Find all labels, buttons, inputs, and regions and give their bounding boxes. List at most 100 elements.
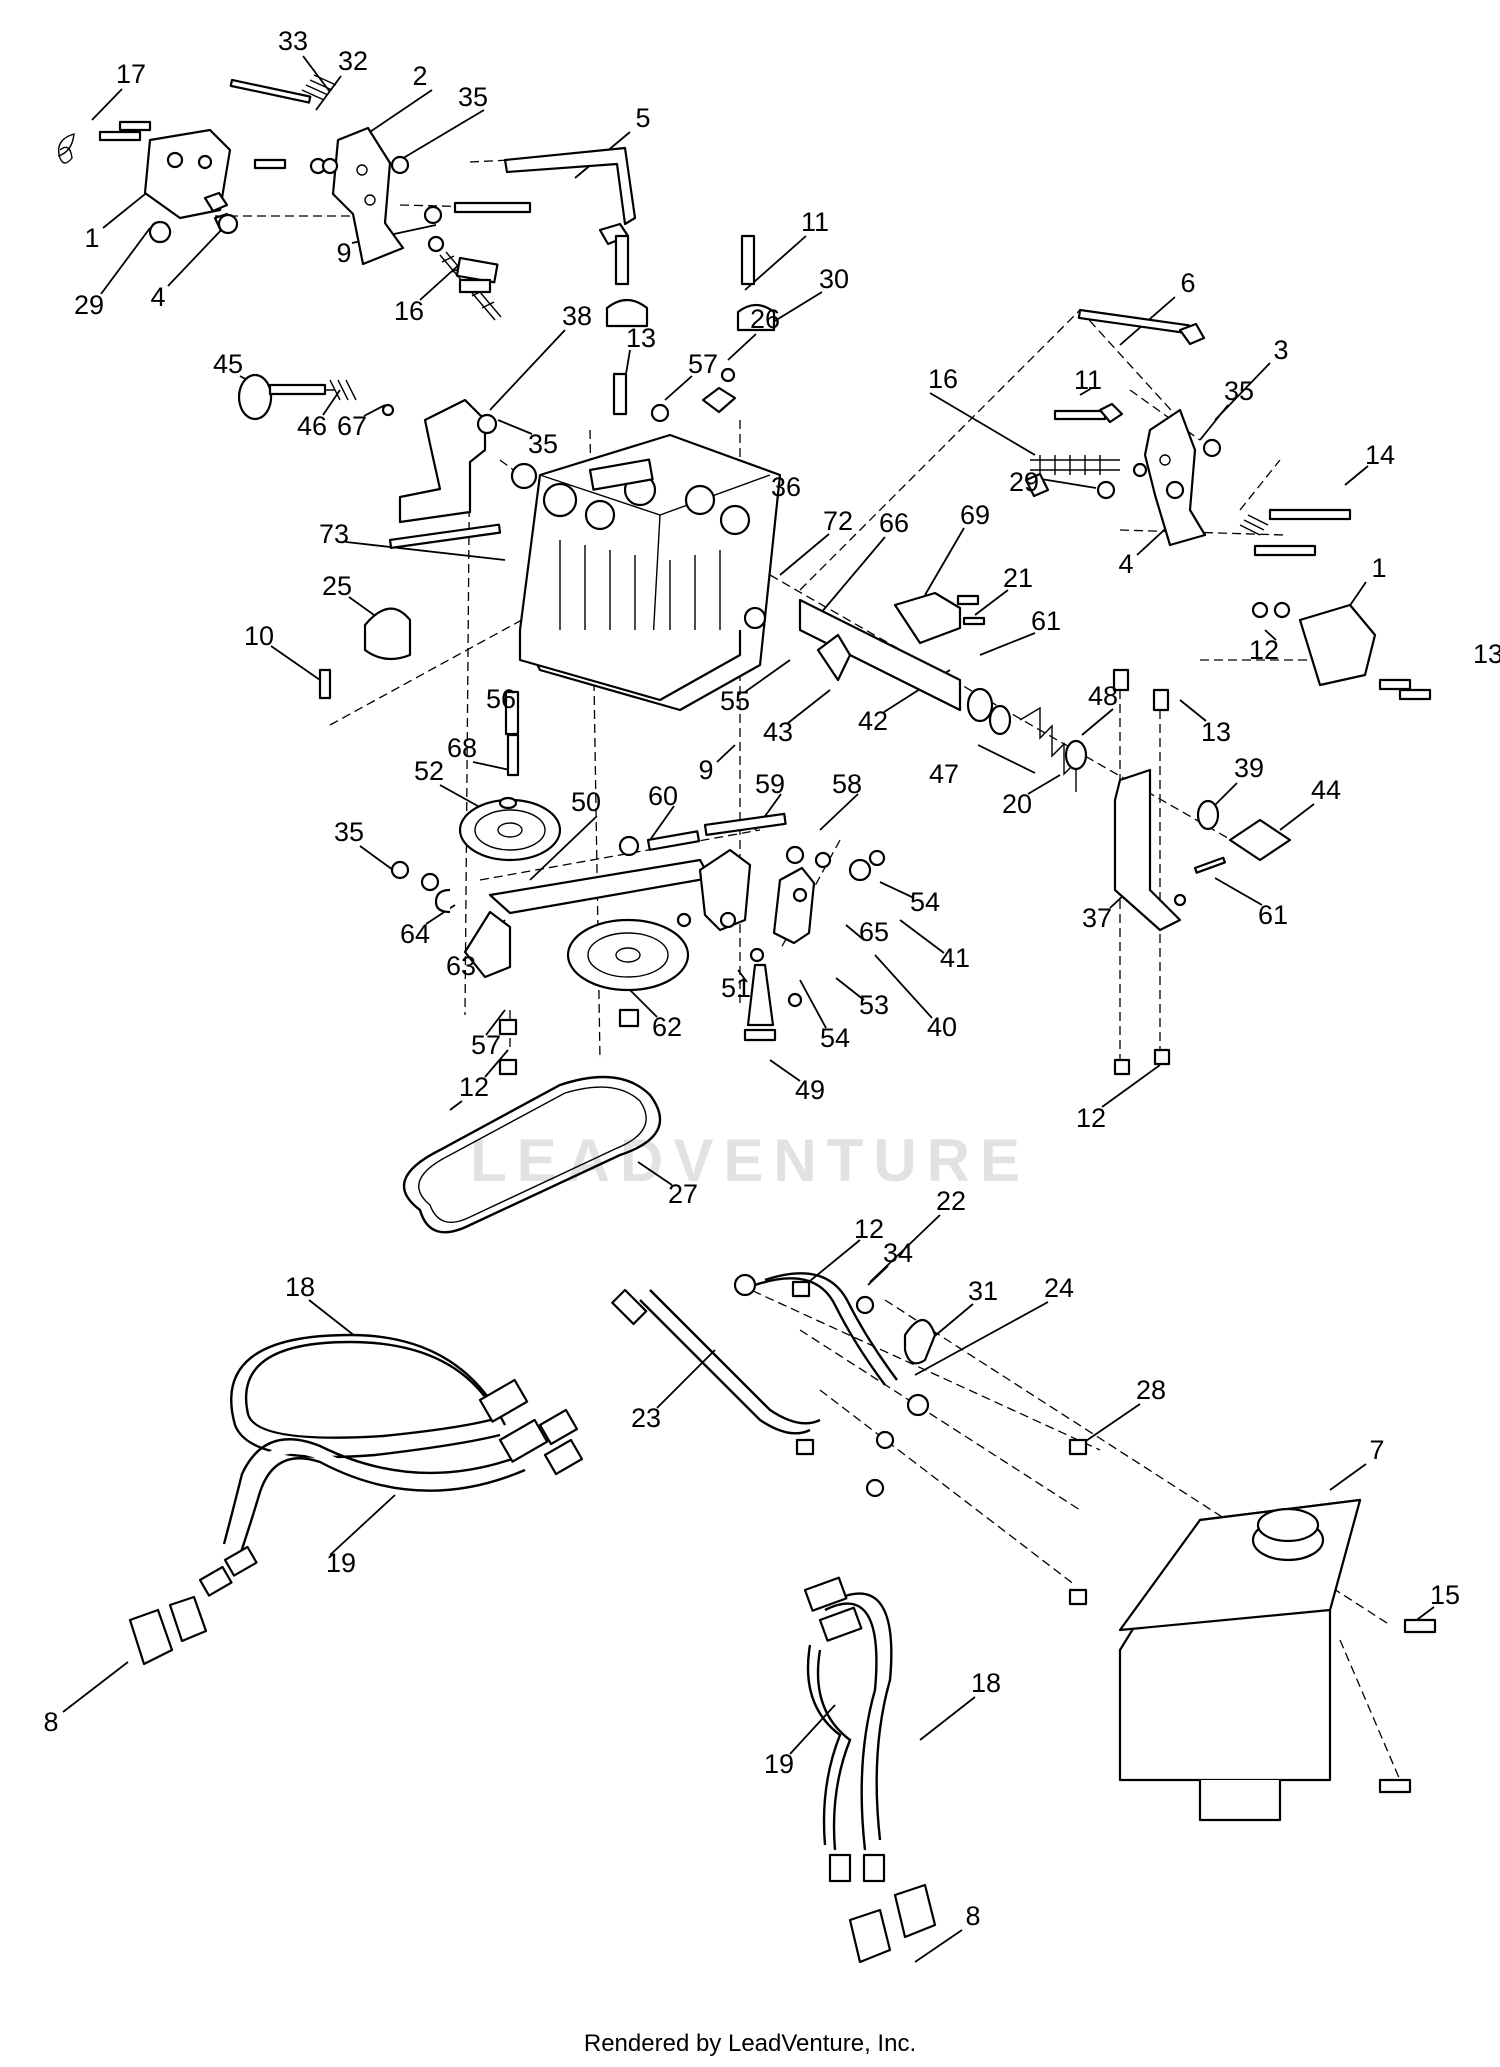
callout-57: 57 (688, 349, 718, 379)
callout-72: 72 (823, 506, 853, 536)
callout-27: 27 (668, 1179, 698, 1209)
callout-55: 55 (720, 686, 750, 716)
callout-11: 11 (801, 207, 829, 237)
callout-39: 39 (1234, 753, 1264, 783)
callout-13: 13 (626, 323, 656, 353)
callout-12: 12 (854, 1214, 884, 1244)
callout-52: 52 (414, 756, 444, 786)
callout-41: 41 (940, 943, 970, 973)
callout-36: 36 (771, 472, 801, 502)
callout-61: 61 (1031, 606, 1061, 636)
callout-16: 16 (394, 296, 424, 326)
hydraulic-hoses-lower (803, 1576, 937, 1964)
callout-40: 40 (927, 1012, 957, 1042)
callout-4: 4 (150, 282, 165, 312)
callout-8: 8 (43, 1707, 58, 1737)
callout-57: 57 (471, 1030, 501, 1060)
idler-pulley-assembly (390, 796, 886, 1076)
callout-51: 51 (721, 973, 751, 1003)
callout-44: 44 (1311, 775, 1341, 805)
callout-47: 47 (929, 759, 959, 789)
callout-42: 42 (858, 706, 888, 736)
callout-53: 53 (859, 990, 889, 1020)
callout-59: 59 (755, 769, 785, 799)
callout-29: 29 (1009, 467, 1039, 497)
callout-68: 68 (447, 733, 477, 763)
callout-56: 56 (486, 684, 516, 714)
callout-46: 46 (297, 411, 327, 441)
callout-22: 22 (936, 1186, 966, 1216)
callout-48: 48 (1088, 681, 1118, 711)
callout-10: 10 (244, 621, 274, 651)
callout-61: 61 (1258, 900, 1288, 930)
callout-65: 65 (859, 917, 889, 947)
callout-11: 11 (1074, 365, 1102, 395)
callout-35: 35 (1224, 376, 1254, 406)
callout-29: 29 (74, 290, 104, 320)
callout-13: 13 (1473, 639, 1500, 669)
callout-73: 73 (319, 519, 349, 549)
callout-19: 19 (764, 1749, 794, 1779)
callout-69: 69 (960, 500, 990, 530)
callout-9: 9 (698, 755, 713, 785)
callout-12: 12 (1076, 1103, 1106, 1133)
callout-26: 26 (750, 304, 780, 334)
right-shaft-assembly (743, 591, 1292, 1076)
callout-15: 15 (1430, 1580, 1460, 1610)
callout-38: 38 (562, 301, 592, 331)
hydraulic-reservoir (1118, 1498, 1437, 1822)
callout-62: 62 (652, 1012, 682, 1042)
callout-2: 2 (412, 61, 427, 91)
render-credit: Rendered by LeadVenture, Inc. (583, 2030, 917, 2057)
right-control-linkage (1024, 308, 1432, 701)
callout-43: 43 (763, 717, 793, 747)
callout-1: 1 (1371, 553, 1386, 583)
callout-7: 7 (1369, 1435, 1384, 1465)
callout-5: 5 (635, 103, 650, 133)
callout-50: 50 (571, 787, 601, 817)
callout-14: 14 (1365, 440, 1395, 470)
callout-66: 66 (879, 508, 909, 538)
callout-23: 23 (631, 1403, 661, 1433)
callout-3: 3 (1273, 335, 1288, 365)
callout-34: 34 (883, 1238, 913, 1268)
callout-49: 49 (795, 1075, 825, 1105)
callout-labels: 1123445678899101111121212121313131415161… (43, 26, 1500, 1931)
callout-24: 24 (1044, 1273, 1074, 1303)
drive-belt (402, 1075, 662, 1234)
callout-13: 13 (1201, 717, 1231, 747)
callout-1: 1 (84, 223, 99, 253)
callout-18: 18 (285, 1272, 315, 1302)
callout-30: 30 (819, 264, 849, 294)
callout-31: 31 (968, 1276, 998, 1306)
hydraulic-hoses-left (128, 1333, 584, 1666)
callout-20: 20 (1002, 789, 1032, 819)
callout-6: 6 (1180, 268, 1195, 298)
callout-18: 18 (971, 1668, 1001, 1698)
callout-58: 58 (832, 769, 862, 799)
callout-16: 16 (928, 364, 958, 394)
callout-45: 45 (213, 349, 243, 379)
callout-32: 32 (338, 46, 368, 76)
callout-21: 21 (1003, 563, 1033, 593)
callout-63: 63 (446, 951, 476, 981)
callout-35: 35 (458, 82, 488, 112)
callout-54: 54 (820, 1023, 850, 1053)
callout-33: 33 (278, 26, 308, 56)
hydraulic-hoses-center (611, 1272, 1088, 1606)
callout-12: 12 (459, 1072, 489, 1102)
callout-54: 54 (910, 887, 940, 917)
callout-25: 25 (322, 571, 352, 601)
callout-67: 67 (337, 411, 367, 441)
callout-28: 28 (1136, 1375, 1166, 1405)
callout-35: 35 (528, 429, 558, 459)
callout-35: 35 (334, 817, 364, 847)
hydrostatic-pump-assembly (237, 234, 782, 777)
callout-37: 37 (1082, 903, 1112, 933)
callout-8: 8 (965, 1901, 980, 1931)
callout-64: 64 (400, 919, 430, 949)
callout-12: 12 (1249, 635, 1279, 665)
left-control-linkage (57, 74, 637, 321)
